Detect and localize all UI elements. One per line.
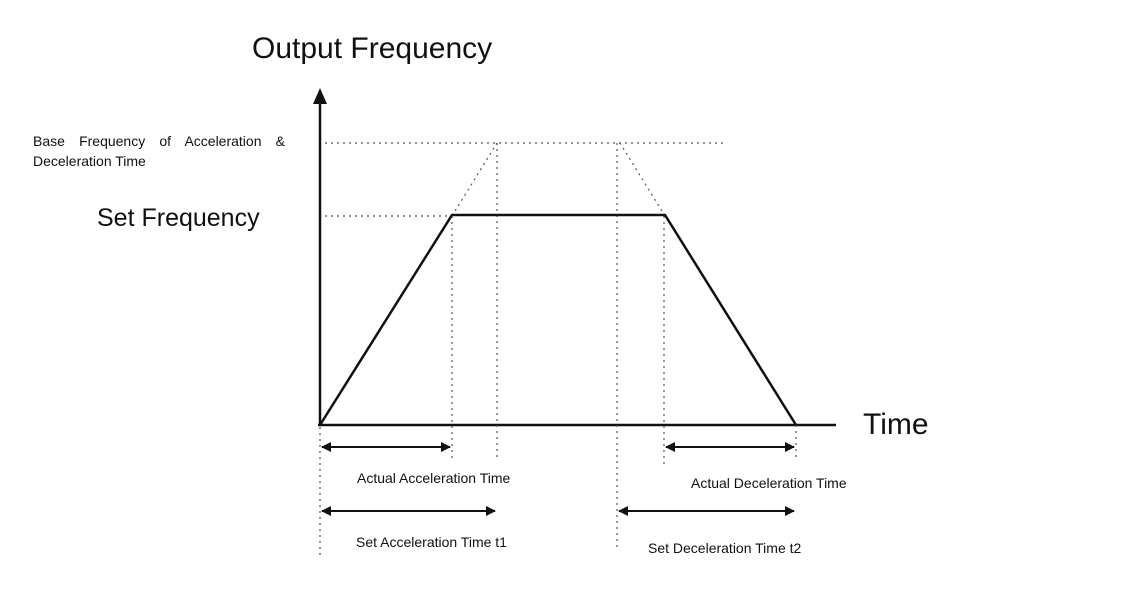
base-frequency-label: Base Frequency of Acceleration & Deceler… bbox=[33, 131, 285, 171]
actual-deceleration-label: Actual Deceleration Time bbox=[691, 475, 847, 491]
set-acceleration-label: Set Acceleration Time t1 bbox=[356, 534, 507, 550]
base-frequency-label-line1: Base Frequency of Acceleration & bbox=[33, 133, 285, 149]
actual-acceleration-label: Actual Acceleration Time bbox=[357, 470, 511, 486]
x-axis-title: Time bbox=[863, 408, 929, 441]
frequency-profile-line bbox=[318, 213, 798, 426]
set-deceleration-label: Set Deceleration Time t2 bbox=[648, 540, 802, 556]
base-frequency-label-line2: Deceleration Time bbox=[33, 153, 146, 169]
y-axis-title: Output Frequency bbox=[252, 32, 493, 65]
y-axis-arrowhead bbox=[313, 88, 327, 104]
set-frequency-label: Set Frequency bbox=[97, 204, 260, 232]
decel-extension-guide bbox=[619, 142, 666, 217]
accel-extension-guide bbox=[451, 142, 498, 217]
